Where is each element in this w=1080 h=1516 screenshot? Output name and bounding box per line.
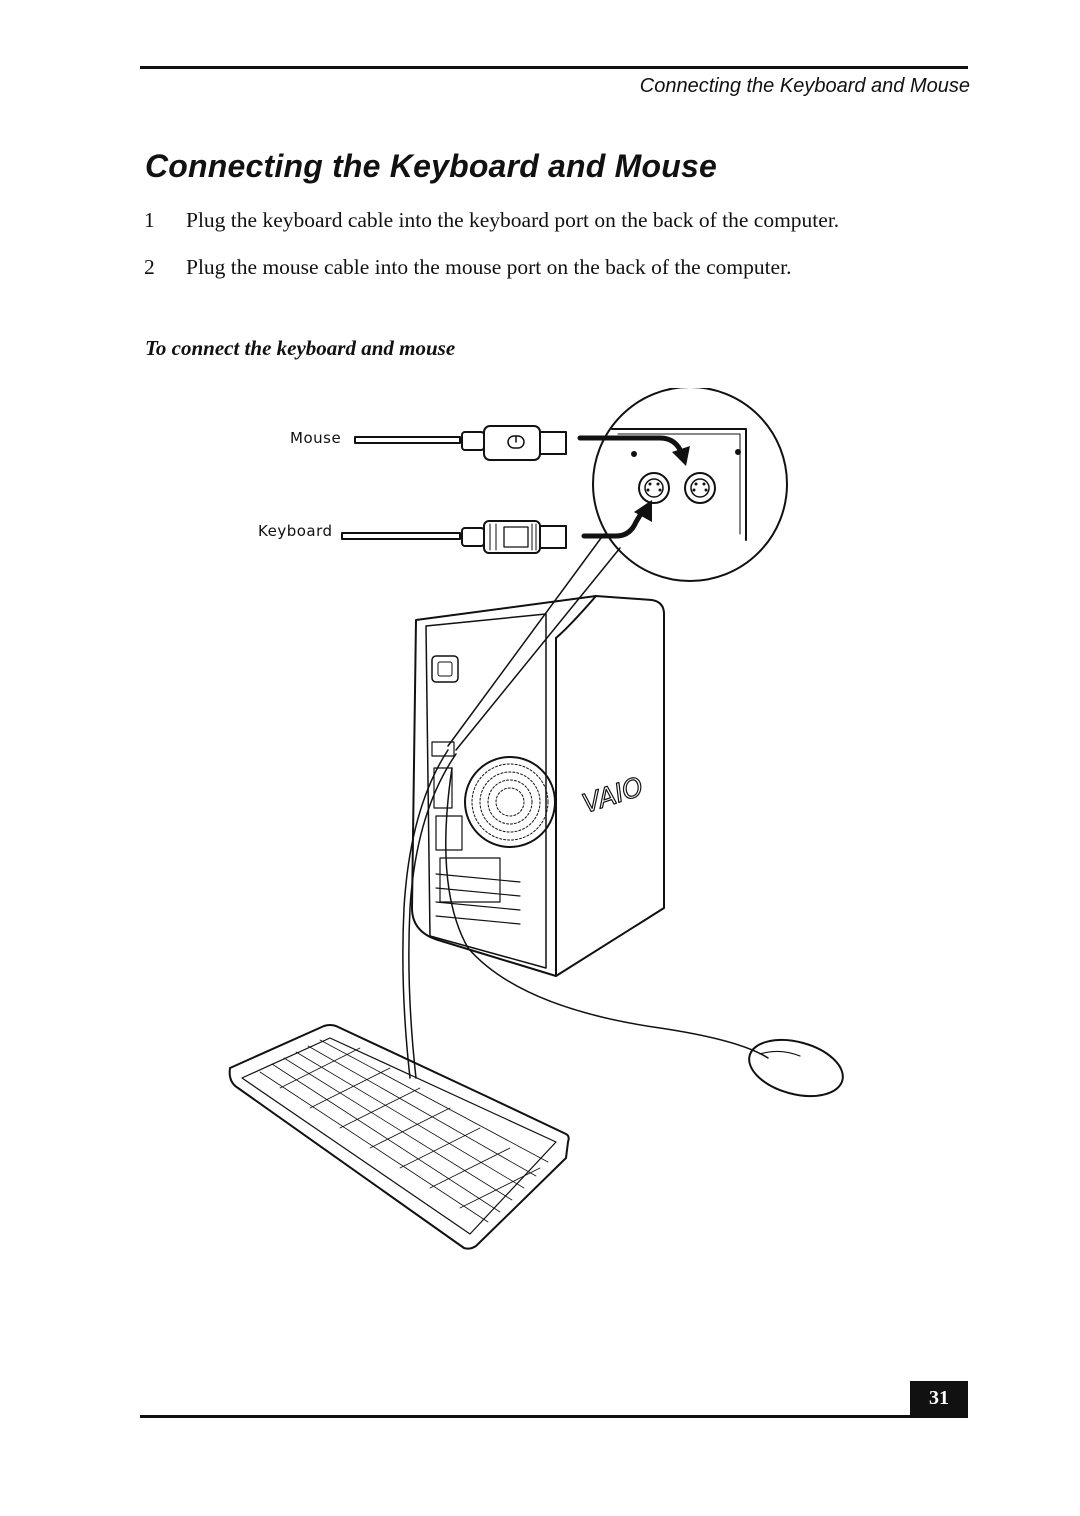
- step-text: Plug the mouse cable into the mouse port…: [186, 255, 792, 279]
- connection-illustration: Mouse Keyboard: [220, 388, 860, 1278]
- mouse-arrow: [577, 435, 685, 457]
- svg-text:VAIO: VAIO: [579, 772, 647, 820]
- step-text: Plug the keyboard cable into the keyboar…: [186, 208, 840, 232]
- keyboard-plug: [341, 520, 567, 554]
- mouse-illustration: [748, 1038, 844, 1098]
- step-list: 1 Plug the keyboard cable into the keybo…: [144, 205, 974, 299]
- step-item: 2 Plug the mouse cable into the mouse po…: [144, 252, 974, 282]
- step-item: 1 Plug the keyboard cable into the keybo…: [144, 205, 974, 235]
- mouse-label: Mouse: [290, 429, 341, 447]
- keyboard-arrow: [581, 509, 645, 539]
- computer-tower: VAIO: [411, 595, 665, 977]
- keyboard-illustration: [228, 1024, 570, 1250]
- section-heading: To connect the keyboard and mouse: [145, 336, 456, 360]
- step-number: 1: [144, 208, 155, 232]
- footer-rule: [140, 1415, 968, 1418]
- port-detail-magnifier: [592, 388, 788, 582]
- mouse-plug: [354, 425, 567, 461]
- header-rule: [140, 66, 968, 69]
- page-number: 31: [910, 1381, 968, 1415]
- keyboard-label: Keyboard: [258, 522, 333, 540]
- step-number: 2: [144, 255, 155, 279]
- running-header: Connecting the Keyboard and Mouse: [639, 75, 970, 97]
- page-title: Connecting the Keyboard and Mouse: [145, 148, 717, 184]
